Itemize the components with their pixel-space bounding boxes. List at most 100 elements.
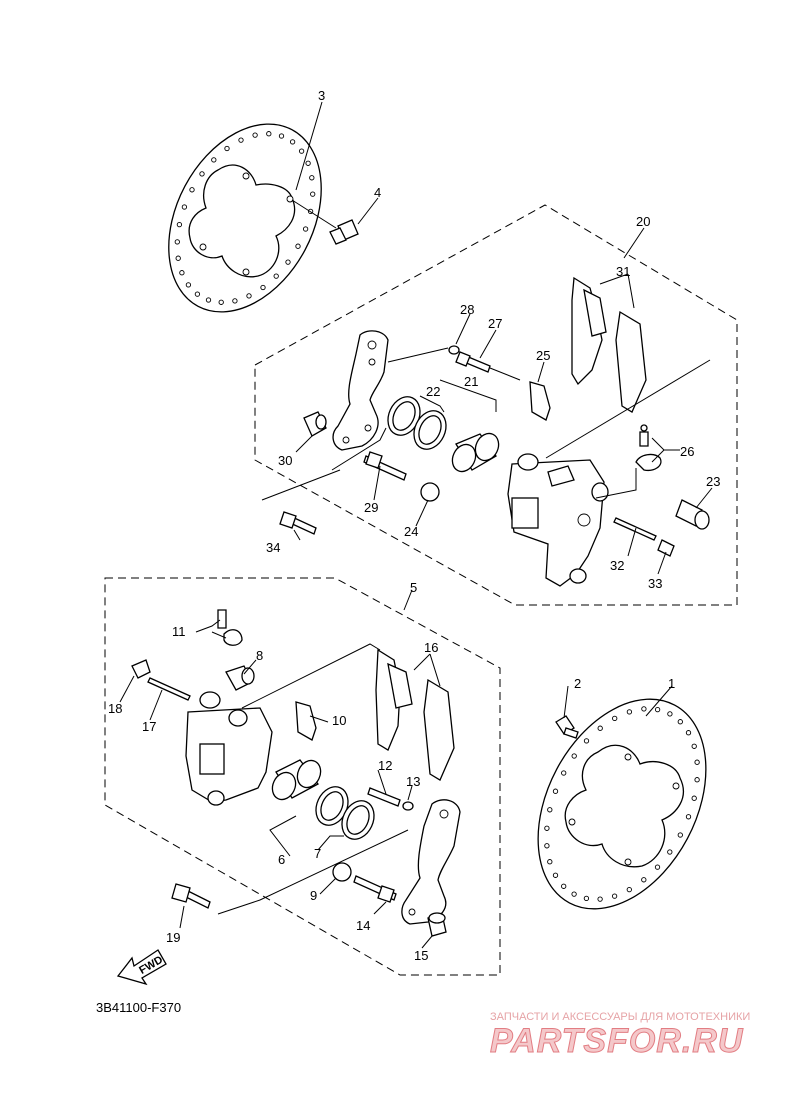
callout-22: 22 <box>426 384 440 399</box>
callout-26: 26 <box>680 444 694 459</box>
piston-6[interactable] <box>268 757 325 804</box>
caliper-body-lower[interactable] <box>185 691 273 806</box>
piston-seal-22a[interactable] <box>382 392 426 441</box>
pad-spring-10[interactable] <box>295 701 317 741</box>
vent-hole <box>185 282 192 288</box>
callout-1: 1 <box>668 676 675 691</box>
piston-21[interactable] <box>448 430 503 476</box>
piston-seal-22b[interactable] <box>408 406 452 455</box>
brake-disc-3[interactable] <box>138 98 352 338</box>
vent-hole <box>561 883 567 889</box>
vent-hole <box>583 738 590 744</box>
nut-24[interactable] <box>420 482 440 502</box>
vent-hole <box>561 770 567 776</box>
vent-hole <box>677 719 683 725</box>
vent-hole <box>194 291 201 297</box>
vent-hole <box>266 131 272 137</box>
callout-16: 16 <box>424 640 438 655</box>
vent-hole <box>654 706 661 713</box>
caliper-bracket-lower[interactable] <box>401 799 461 925</box>
disc-bolt-2[interactable] <box>555 715 579 739</box>
pin-17[interactable] <box>147 677 191 701</box>
brake-pads-16[interactable] <box>375 648 455 781</box>
bolt-19[interactable] <box>171 883 211 909</box>
bolt-14[interactable] <box>353 875 397 903</box>
vent-hole <box>552 788 559 794</box>
callout-24: 24 <box>404 524 418 539</box>
bushing-15[interactable] <box>427 912 447 937</box>
callout-8: 8 <box>256 648 263 663</box>
bolt-12[interactable] <box>367 787 401 807</box>
boot-18[interactable] <box>131 659 151 679</box>
vent-hole <box>295 243 301 249</box>
bushing-30[interactable] <box>303 411 327 437</box>
vent-hole <box>179 270 185 276</box>
vent-hole <box>224 145 230 152</box>
vent-hole <box>612 715 618 722</box>
callout-5: 5 <box>410 580 417 595</box>
spring-33[interactable] <box>657 539 675 557</box>
vent-hole <box>641 706 647 712</box>
vent-hole <box>218 299 224 305</box>
vent-hole <box>677 832 683 838</box>
callout-29: 29 <box>364 500 378 515</box>
vent-hole <box>252 132 258 138</box>
vent-hole <box>544 825 550 831</box>
diagram-code: 3B41100-F370 <box>96 1000 181 1015</box>
callout-31: 31 <box>616 264 630 279</box>
vent-hole <box>260 284 266 291</box>
pad-spring-25[interactable] <box>529 381 551 421</box>
disc-1-vent-holes <box>544 706 700 902</box>
callout-17: 17 <box>142 719 156 734</box>
callout-11: 11 <box>172 624 186 639</box>
vent-hole <box>667 711 673 717</box>
vent-hole <box>611 893 618 899</box>
slide-pin-23[interactable] <box>675 499 710 530</box>
vent-hole <box>174 239 180 245</box>
vent-hole <box>597 725 603 731</box>
vent-hole <box>691 795 697 801</box>
watermark-logo: PARTSFOR.RU <box>490 1022 744 1060</box>
vent-hole <box>285 259 291 265</box>
caliper-body-upper[interactable] <box>507 453 609 587</box>
bolt-34[interactable] <box>279 511 317 535</box>
callout-25: 25 <box>536 348 550 363</box>
callout-4: 4 <box>374 185 381 200</box>
callout-18: 18 <box>108 701 122 716</box>
bleeder-11[interactable] <box>217 609 243 646</box>
vent-hole <box>544 843 550 849</box>
piston-seal-7b[interactable] <box>336 796 380 845</box>
callout-numbers: 3 4 20 31 28 27 25 21 22 26 30 23 29 24 … <box>108 88 720 963</box>
vent-hole <box>626 709 633 715</box>
vent-hole <box>189 187 195 193</box>
bushing-8[interactable] <box>225 665 255 691</box>
pad-pin-32[interactable] <box>613 517 657 541</box>
nut-9[interactable] <box>332 862 352 882</box>
washer-28[interactable] <box>448 345 460 355</box>
vent-hole <box>298 148 305 154</box>
vent-hole <box>654 864 661 870</box>
vent-hole <box>205 297 212 303</box>
brake-pads-31[interactable] <box>571 276 647 413</box>
fwd-arrow-icon <box>116 949 167 986</box>
caliper-bracket[interactable] <box>332 330 389 451</box>
callout-19: 19 <box>166 930 180 945</box>
callout-9: 9 <box>310 888 317 903</box>
washer-13[interactable] <box>402 801 414 811</box>
callout-28: 28 <box>460 302 474 317</box>
vent-hole <box>571 891 577 897</box>
disc-bolt-4[interactable] <box>291 199 359 245</box>
disc-3-vent-holes <box>174 131 316 305</box>
vent-hole <box>547 859 553 865</box>
vent-hole <box>597 896 603 902</box>
pin-27[interactable] <box>455 351 491 373</box>
vent-hole <box>305 160 311 166</box>
vent-hole <box>181 204 188 210</box>
callout-6: 6 <box>278 852 285 867</box>
callout-30: 30 <box>278 453 292 468</box>
bleeder-26[interactable] <box>635 424 662 472</box>
callout-27: 27 <box>488 316 502 331</box>
brake-disc-1[interactable] <box>504 670 740 937</box>
vent-hole <box>176 221 183 228</box>
bolt-29[interactable] <box>363 451 407 481</box>
